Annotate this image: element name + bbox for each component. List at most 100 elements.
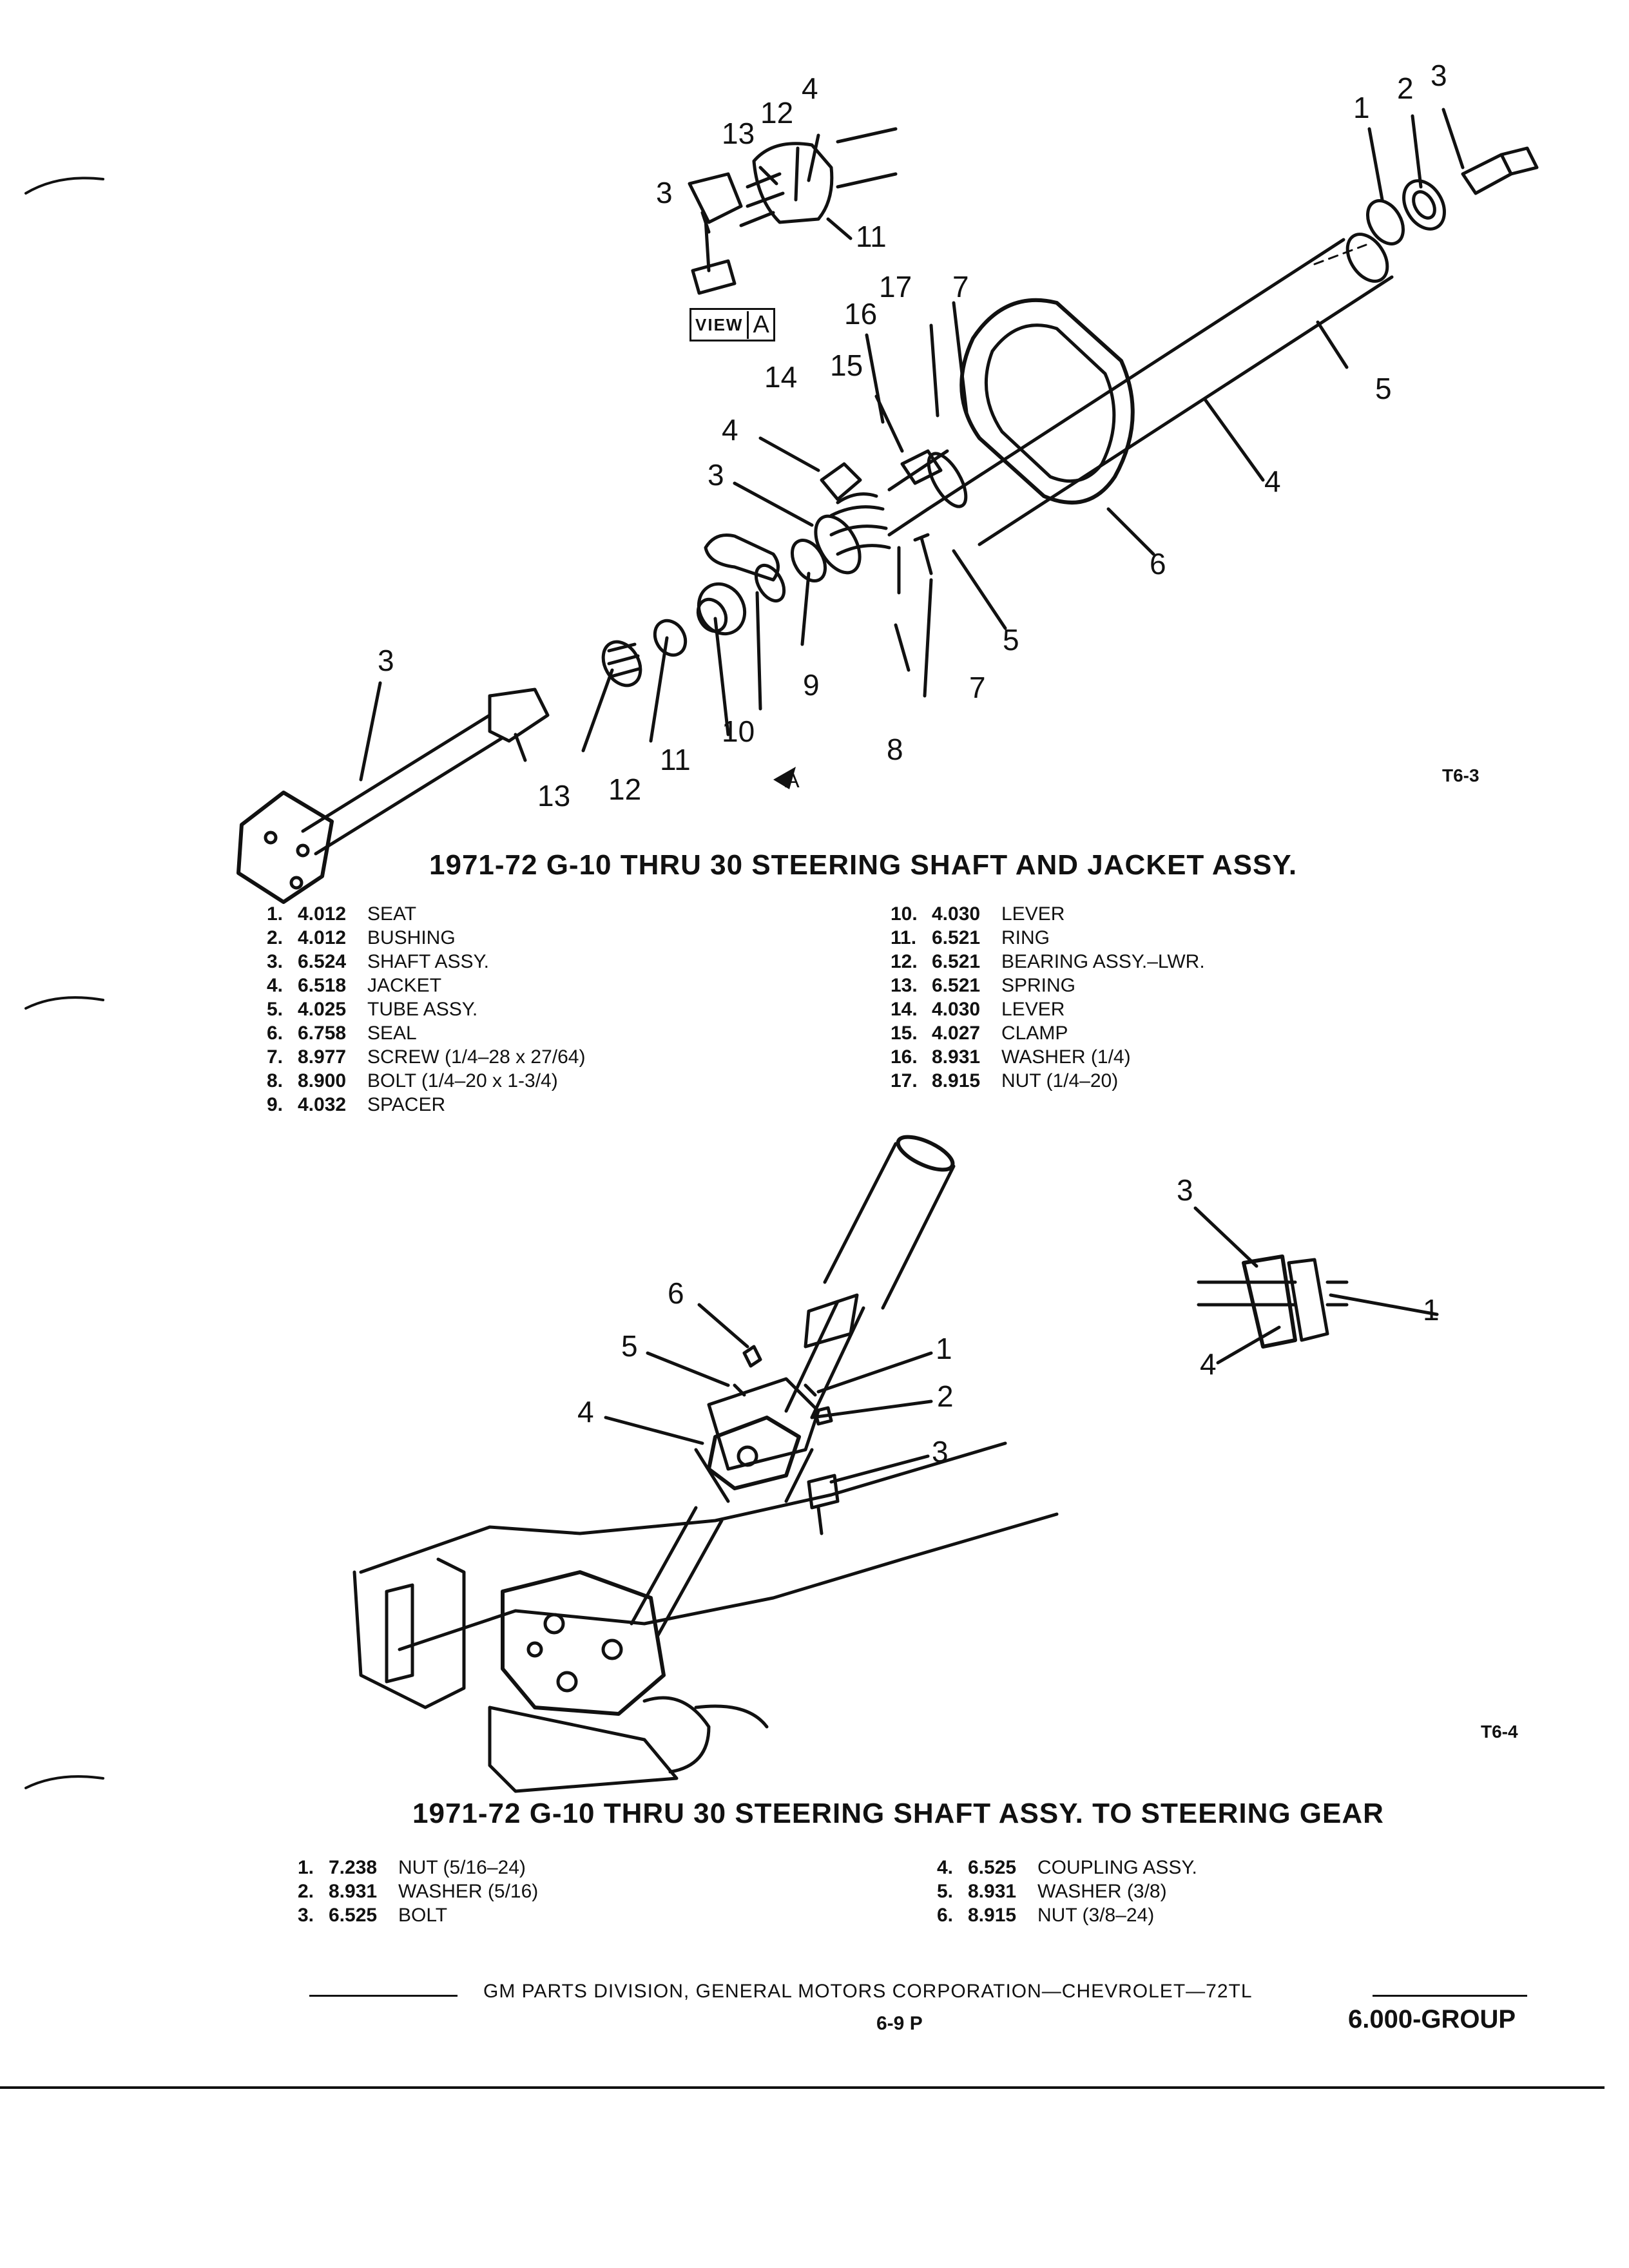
- part-num: 10.: [891, 903, 918, 925]
- view-letter-text: A: [747, 311, 769, 339]
- part-num: 17.: [891, 1070, 918, 1091]
- part-num: 6.: [937, 1905, 954, 1926]
- part-code: 4.032: [298, 1094, 347, 1115]
- figure2-title: 1971-72 G-10 THRU 30 STEERING SHAFT ASSY…: [412, 1798, 1384, 1829]
- part-num: 3.: [267, 951, 284, 972]
- callout-4: 4: [1264, 465, 1281, 498]
- view-arrow-letter: A: [785, 768, 800, 793]
- part-code: 8.931: [968, 1881, 1017, 1902]
- part-num: 13.: [891, 975, 918, 996]
- callout-2: 2: [1397, 72, 1414, 105]
- scan-mark: [24, 996, 104, 1010]
- callout-14: 14: [764, 360, 798, 394]
- part-desc: WASHER (5/16): [398, 1881, 539, 1902]
- callout-4: 4: [722, 413, 738, 447]
- part-num: 11.: [891, 927, 917, 948]
- callout-11: 11: [660, 743, 691, 776]
- callout-3: 3: [378, 644, 394, 677]
- part-code: 4.030: [932, 903, 981, 925]
- part-desc: RING: [1001, 927, 1050, 948]
- figure-id-t6-3: T6-3: [1442, 765, 1480, 785]
- callout-1: 1: [1423, 1293, 1440, 1327]
- callout-4: 4: [577, 1395, 594, 1428]
- part-desc: BUSHING: [367, 927, 456, 948]
- part-num: 4.: [937, 1857, 954, 1878]
- part-desc: COUPLING ASSY.: [1037, 1857, 1197, 1878]
- part-num: 1.: [267, 903, 284, 925]
- part-desc: LEVER: [1001, 903, 1065, 925]
- part-desc: SCREW (1/4–28 x 27/64): [367, 1046, 586, 1068]
- part-desc: SPRING: [1001, 975, 1076, 996]
- part-code: 6.758: [298, 1023, 347, 1044]
- callout-4: 4: [1200, 1347, 1217, 1381]
- fig2-drawing: [352, 1135, 1439, 1793]
- part-code: 4.012: [298, 927, 347, 948]
- callout-13: 13: [722, 117, 755, 150]
- part-desc: TUBE ASSY.: [367, 999, 478, 1020]
- part-num: 9.: [267, 1094, 284, 1115]
- part-code: 8.977: [298, 1046, 347, 1068]
- part-num: 8.: [267, 1070, 284, 1091]
- callout-3: 3: [932, 1435, 949, 1468]
- part-code: 6.524: [298, 951, 347, 972]
- part-row: 9. 4.032 SPACER: [267, 1093, 585, 1117]
- part-row: 2. 4.012 BUSHING: [267, 926, 585, 950]
- part-code: 6.525: [968, 1857, 1017, 1878]
- part-desc: SPACER: [367, 1094, 446, 1115]
- callout-3: 3: [1177, 1173, 1193, 1207]
- callout-1: 1: [936, 1332, 952, 1365]
- part-num: 16.: [891, 1046, 918, 1068]
- callout-3: 3: [1431, 59, 1447, 92]
- part-code: 8.931: [329, 1881, 378, 1902]
- part-row: 4. 6.525 COUPLING ASSY.: [937, 1856, 1197, 1879]
- part-num: 2.: [267, 927, 284, 948]
- footer-rule-right: [1373, 1995, 1527, 1997]
- part-desc: WASHER (1/4): [1001, 1046, 1131, 1068]
- part-desc: BEARING ASSY.–LWR.: [1001, 951, 1205, 972]
- part-num: 7.: [267, 1046, 284, 1068]
- page-bottom-rule: [0, 2086, 1605, 2089]
- callout-10: 10: [722, 715, 755, 748]
- part-code: 4.030: [932, 999, 981, 1020]
- part-code: 4.025: [298, 999, 347, 1020]
- callout-17: 17: [879, 270, 912, 303]
- part-desc: LEVER: [1001, 999, 1065, 1020]
- view-a-label: VIEW A: [689, 308, 775, 341]
- part-desc: BOLT: [398, 1905, 448, 1926]
- callout-6: 6: [1150, 547, 1166, 581]
- part-desc: SEAL: [367, 1023, 417, 1044]
- fig1-drawing: [236, 108, 1539, 904]
- callout-5: 5: [621, 1329, 638, 1363]
- callout-7: 7: [969, 671, 986, 704]
- part-num: 12.: [891, 951, 918, 972]
- part-code: 6.518: [298, 975, 347, 996]
- part-desc: NUT (5/16–24): [398, 1857, 526, 1878]
- scan-mark: [24, 177, 104, 195]
- part-row: 10. 4.030 LEVER: [891, 902, 1205, 926]
- part-num: 3.: [298, 1905, 314, 1926]
- figure1-title: 1971-72 G-10 THRU 30 STEERING SHAFT AND …: [429, 849, 1298, 881]
- scan-mark: [24, 1775, 104, 1789]
- callout-9: 9: [803, 668, 820, 702]
- footer-group: 6.000-GROUP: [1348, 2005, 1516, 2033]
- part-code: 4.012: [298, 903, 347, 925]
